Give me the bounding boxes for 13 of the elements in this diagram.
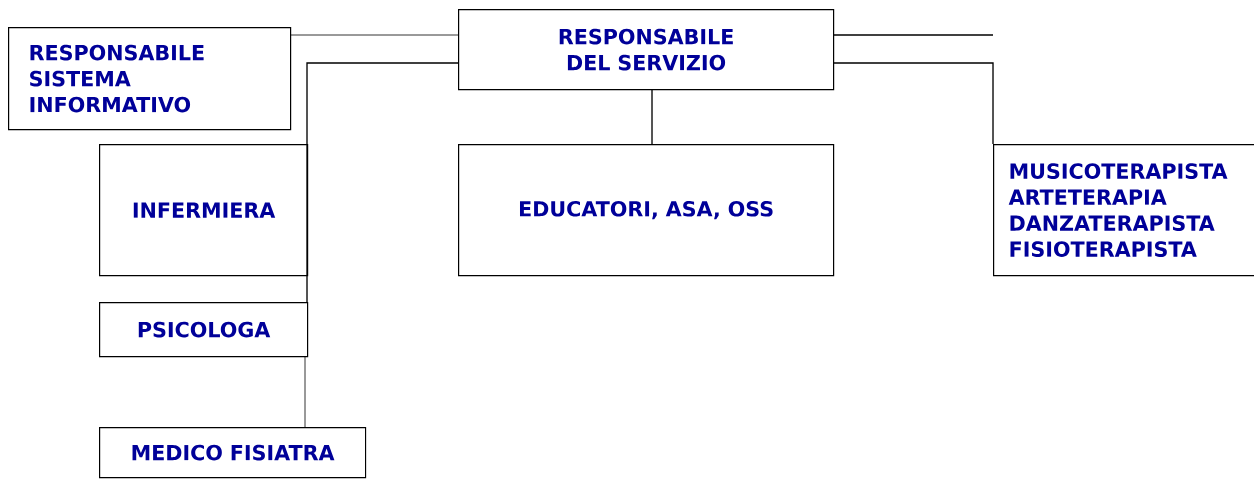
role-box: INFERMIERA	[99, 144, 309, 277]
role-box: RESPONSABILE DEL SERVIZIO	[458, 9, 835, 91]
role-box: MEDICO FISIATRA	[99, 427, 367, 479]
role-box: EDUCATORI, ASA, OSS	[458, 144, 835, 277]
role-box: RESPONSABILE SISTEMA INFORMATIVO	[8, 27, 292, 131]
connector-line	[832, 62, 994, 145]
role-box: MUSICOTERAPISTA ARTETERAPIA DANZATERAPISTA FISIOTERAPISTA	[993, 144, 1254, 277]
connector-line	[651, 88, 653, 145]
connector-line	[289, 34, 459, 36]
connector-line	[304, 355, 306, 428]
role-box: PSICOLOGA	[99, 302, 309, 358]
connector-line	[306, 62, 459, 303]
connector-line	[832, 34, 994, 36]
